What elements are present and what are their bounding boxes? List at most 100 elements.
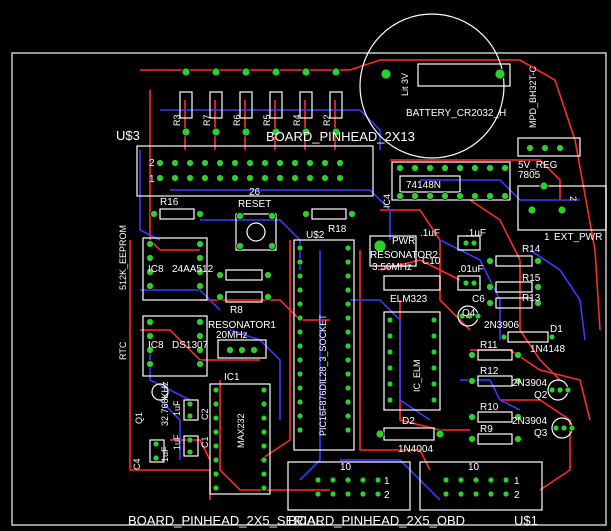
label-5v-reg[interactable]: 5V_REG [518, 160, 558, 171]
label-r12[interactable]: R12 [480, 366, 499, 377]
label-c6[interactable]: C6 [472, 294, 485, 305]
label-elm323[interactable]: ELM323 [390, 294, 428, 305]
c2-outline [183, 399, 199, 421]
label-d1[interactable]: D1 [550, 324, 563, 335]
label-24aa512[interactable]: 24AA512 [172, 264, 214, 275]
label-reset[interactable]: RESET [238, 199, 271, 210]
label-r8[interactable]: R8 [230, 305, 243, 316]
label-resonator1[interactable]: RESONATOR1 [208, 320, 276, 331]
pads [146, 67, 576, 498]
label-rtc[interactable]: RTC [118, 341, 128, 360]
label-ext-pin-1[interactable]: 1 [544, 232, 550, 243]
label-1n4148[interactable]: 1N4148 [530, 344, 565, 355]
label-7805[interactable]: 7805 [518, 170, 541, 181]
label-c2[interactable]: C2 [200, 408, 210, 420]
label-pic-socket[interactable]: PIC16F876DIL28_3_SOCKET [318, 314, 328, 436]
c10-outline [457, 235, 481, 251]
label-cap-1uf-e[interactable]: 1uF [160, 446, 170, 462]
label-crystal-32khz[interactable]: 32.768KHz [160, 381, 170, 426]
label-ext-pwr[interactable]: EXT_PWR [554, 232, 602, 243]
label-512k-eeprom[interactable]: 512K_EEPROM [118, 225, 128, 290]
label-r7[interactable]: R7 [202, 114, 212, 126]
label-resonator2[interactable]: RESONATOR2 [370, 250, 438, 261]
label-obd-pin-1[interactable]: 1 [514, 476, 520, 487]
c1-outline [183, 435, 199, 457]
label-cap-1uf-c[interactable]: 1uF [172, 400, 182, 416]
label-pin-1[interactable]: 1 [149, 174, 155, 185]
label-ic8-rtc[interactable]: IC8 [148, 340, 164, 351]
label-2n3906[interactable]: 2N3906 [484, 320, 519, 331]
label-10-obd[interactable]: 10 [468, 462, 480, 473]
ic1-outline [209, 383, 271, 495]
label-lit[interactable]: Lit 3V [400, 73, 410, 96]
label-pin-2[interactable]: 2 [149, 158, 155, 169]
label-c1[interactable]: C1 [200, 436, 210, 448]
resistors [159, 91, 533, 445]
d1-outline [507, 331, 549, 343]
label-c4[interactable]: C4 [132, 458, 142, 470]
label-r4[interactable]: R4 [292, 114, 302, 126]
label-u2[interactable]: U$2 [306, 230, 325, 241]
ic4-outline [391, 161, 511, 201]
label-ds1307[interactable]: DS1307 [172, 340, 209, 351]
label-r3[interactable]: R3 [172, 114, 182, 126]
label-r13[interactable]: R13 [522, 293, 541, 304]
reg-7805-outline [517, 137, 581, 157]
label-3-56mhz[interactable]: 3.56MHz [372, 262, 412, 273]
label-obd-pin-2[interactable]: 2 [514, 490, 520, 501]
label-max232[interactable]: MAX232 [236, 413, 246, 448]
label-u1[interactable]: U$1 [514, 513, 538, 528]
label-74148n[interactable]: 74148N [406, 180, 441, 191]
label-r9[interactable]: R9 [480, 424, 493, 435]
label-1n4004[interactable]: 1N4004 [398, 444, 433, 455]
label-r16[interactable]: R16 [160, 197, 179, 208]
label-q4[interactable]: Q4 [462, 308, 476, 319]
header-serial-outline [287, 461, 411, 511]
label-cap-1uf-b[interactable]: .1uF [466, 228, 486, 239]
label-serial-pin-2[interactable]: 2 [384, 490, 390, 501]
label-q3[interactable]: Q3 [534, 428, 548, 439]
pic-socket-outline [293, 239, 355, 451]
ic-elm-outline [383, 311, 441, 411]
ext-pwr-outline [517, 185, 607, 231]
label-2n3904-b[interactable]: 2N3904 [512, 416, 547, 427]
reset-button-outline [235, 213, 277, 251]
c6-outline [457, 275, 481, 291]
label-pin-26[interactable]: 26 [249, 187, 261, 198]
label-serial-pin-1[interactable]: 1 [384, 476, 390, 487]
label-r14[interactable]: R14 [522, 244, 541, 255]
label-r6[interactable]: R6 [232, 114, 242, 126]
label-c10[interactable]: C10 [422, 256, 441, 267]
label-r5[interactable]: R5 [262, 114, 272, 126]
label-ic8-eeprom[interactable]: IC8 [148, 264, 164, 275]
label-r11[interactable]: R11 [480, 340, 498, 351]
label-cap-1uf-d[interactable]: 1uF [172, 434, 182, 450]
reset-button-cap [246, 222, 266, 242]
label-battery[interactable]: BATTERY_CR2032_H [406, 108, 506, 119]
label-r10[interactable]: R10 [480, 402, 499, 413]
header-obd-outline [419, 461, 543, 511]
ic4-body [399, 175, 461, 193]
label-q1[interactable]: Q1 [134, 412, 144, 424]
label-ic4[interactable]: IC4 [382, 194, 392, 208]
label-board-pinhead-serial[interactable]: BOARD_PINHEAD_2X5_SERIAL [128, 513, 323, 528]
label-cap-1uf-a[interactable]: .1uF [420, 228, 440, 239]
label-r18[interactable]: R18 [328, 224, 347, 235]
label-ic1[interactable]: IC1 [224, 372, 240, 383]
label-r15[interactable]: R15 [522, 273, 541, 284]
label-ic-elm[interactable]: IC_ELM [412, 359, 422, 392]
label-d2[interactable]: D2 [402, 416, 415, 427]
label-2n3904-a[interactable]: 2N3904 [512, 378, 547, 389]
label-mpd[interactable]: MPD_BH32T-C [528, 65, 538, 128]
label-board-pinhead-2x13[interactable]: BOARD_PINHEAD_2X13 [266, 129, 415, 144]
label-pwr[interactable]: PWR [392, 236, 415, 247]
label-q2[interactable]: Q2 [534, 390, 548, 401]
label-20mhz[interactable]: 20MHz [216, 330, 248, 341]
label-10-serial[interactable]: 10 [340, 462, 352, 473]
label-ext-pin-2[interactable]: 2 [568, 196, 578, 201]
label-r2[interactable]: R2 [322, 114, 332, 126]
label-board-pinhead-obd[interactable]: BOARD_PINHEAD_2X5_OBD [288, 513, 465, 528]
label-cap-01uf[interactable]: .01uF [458, 264, 484, 275]
label-u3[interactable]: U$3 [116, 128, 140, 143]
